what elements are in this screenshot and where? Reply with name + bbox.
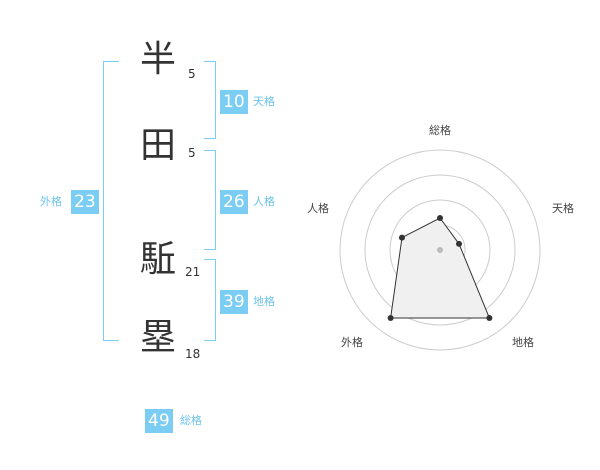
chikaku-bracket bbox=[204, 259, 216, 341]
gaikaku-label: 外格 bbox=[40, 195, 62, 208]
chikaku-label: 地格 bbox=[253, 295, 275, 308]
tenkaku-value: 10 bbox=[220, 90, 248, 114]
radar-point-1 bbox=[456, 240, 463, 247]
stroke-count-2: 5 bbox=[188, 146, 196, 160]
name-char-3: 駈 bbox=[139, 239, 176, 280]
stroke-count-1: 5 bbox=[188, 67, 196, 81]
radar-polygon bbox=[390, 217, 491, 319]
name-char-4: 塁 bbox=[139, 317, 176, 358]
jinkaku-label: 人格 bbox=[253, 195, 275, 208]
soukaku-label: 総格 bbox=[180, 414, 202, 427]
name-char-1: 半 bbox=[139, 39, 176, 80]
axis-label-tenkaku: 天格 bbox=[552, 201, 574, 215]
radar-rings bbox=[339, 149, 541, 351]
name-char-2: 田 bbox=[139, 125, 176, 166]
jinkaku-value: 26 bbox=[220, 190, 248, 214]
radar-ring-3 bbox=[364, 174, 516, 326]
axis-label-chikaku: 地格 bbox=[512, 335, 534, 349]
gaikaku-bracket bbox=[103, 61, 119, 341]
radar-points bbox=[387, 215, 493, 321]
gaikaku-value: 23 bbox=[71, 190, 99, 214]
radar-point-3 bbox=[387, 314, 394, 321]
stroke-count-4: 18 bbox=[185, 347, 201, 361]
radar-point-0 bbox=[437, 215, 443, 221]
radar-point-4 bbox=[398, 234, 405, 241]
tenkaku-label: 天格 bbox=[253, 95, 275, 108]
radar-center-dot bbox=[437, 247, 443, 253]
soukaku-value: 49 bbox=[145, 409, 173, 433]
chikaku-value: 39 bbox=[220, 290, 248, 314]
axis-label-jinkaku: 人格 bbox=[307, 201, 329, 215]
axis-label-gaikaku: 外格 bbox=[341, 335, 363, 349]
jinkaku-bracket bbox=[204, 150, 216, 250]
radar-point-2 bbox=[486, 314, 493, 321]
radar-ring-4 bbox=[339, 149, 541, 351]
tenkaku-bracket bbox=[204, 61, 216, 139]
axis-label-soukaku: 総格 bbox=[429, 123, 451, 137]
stroke-count-3: 21 bbox=[185, 265, 201, 279]
